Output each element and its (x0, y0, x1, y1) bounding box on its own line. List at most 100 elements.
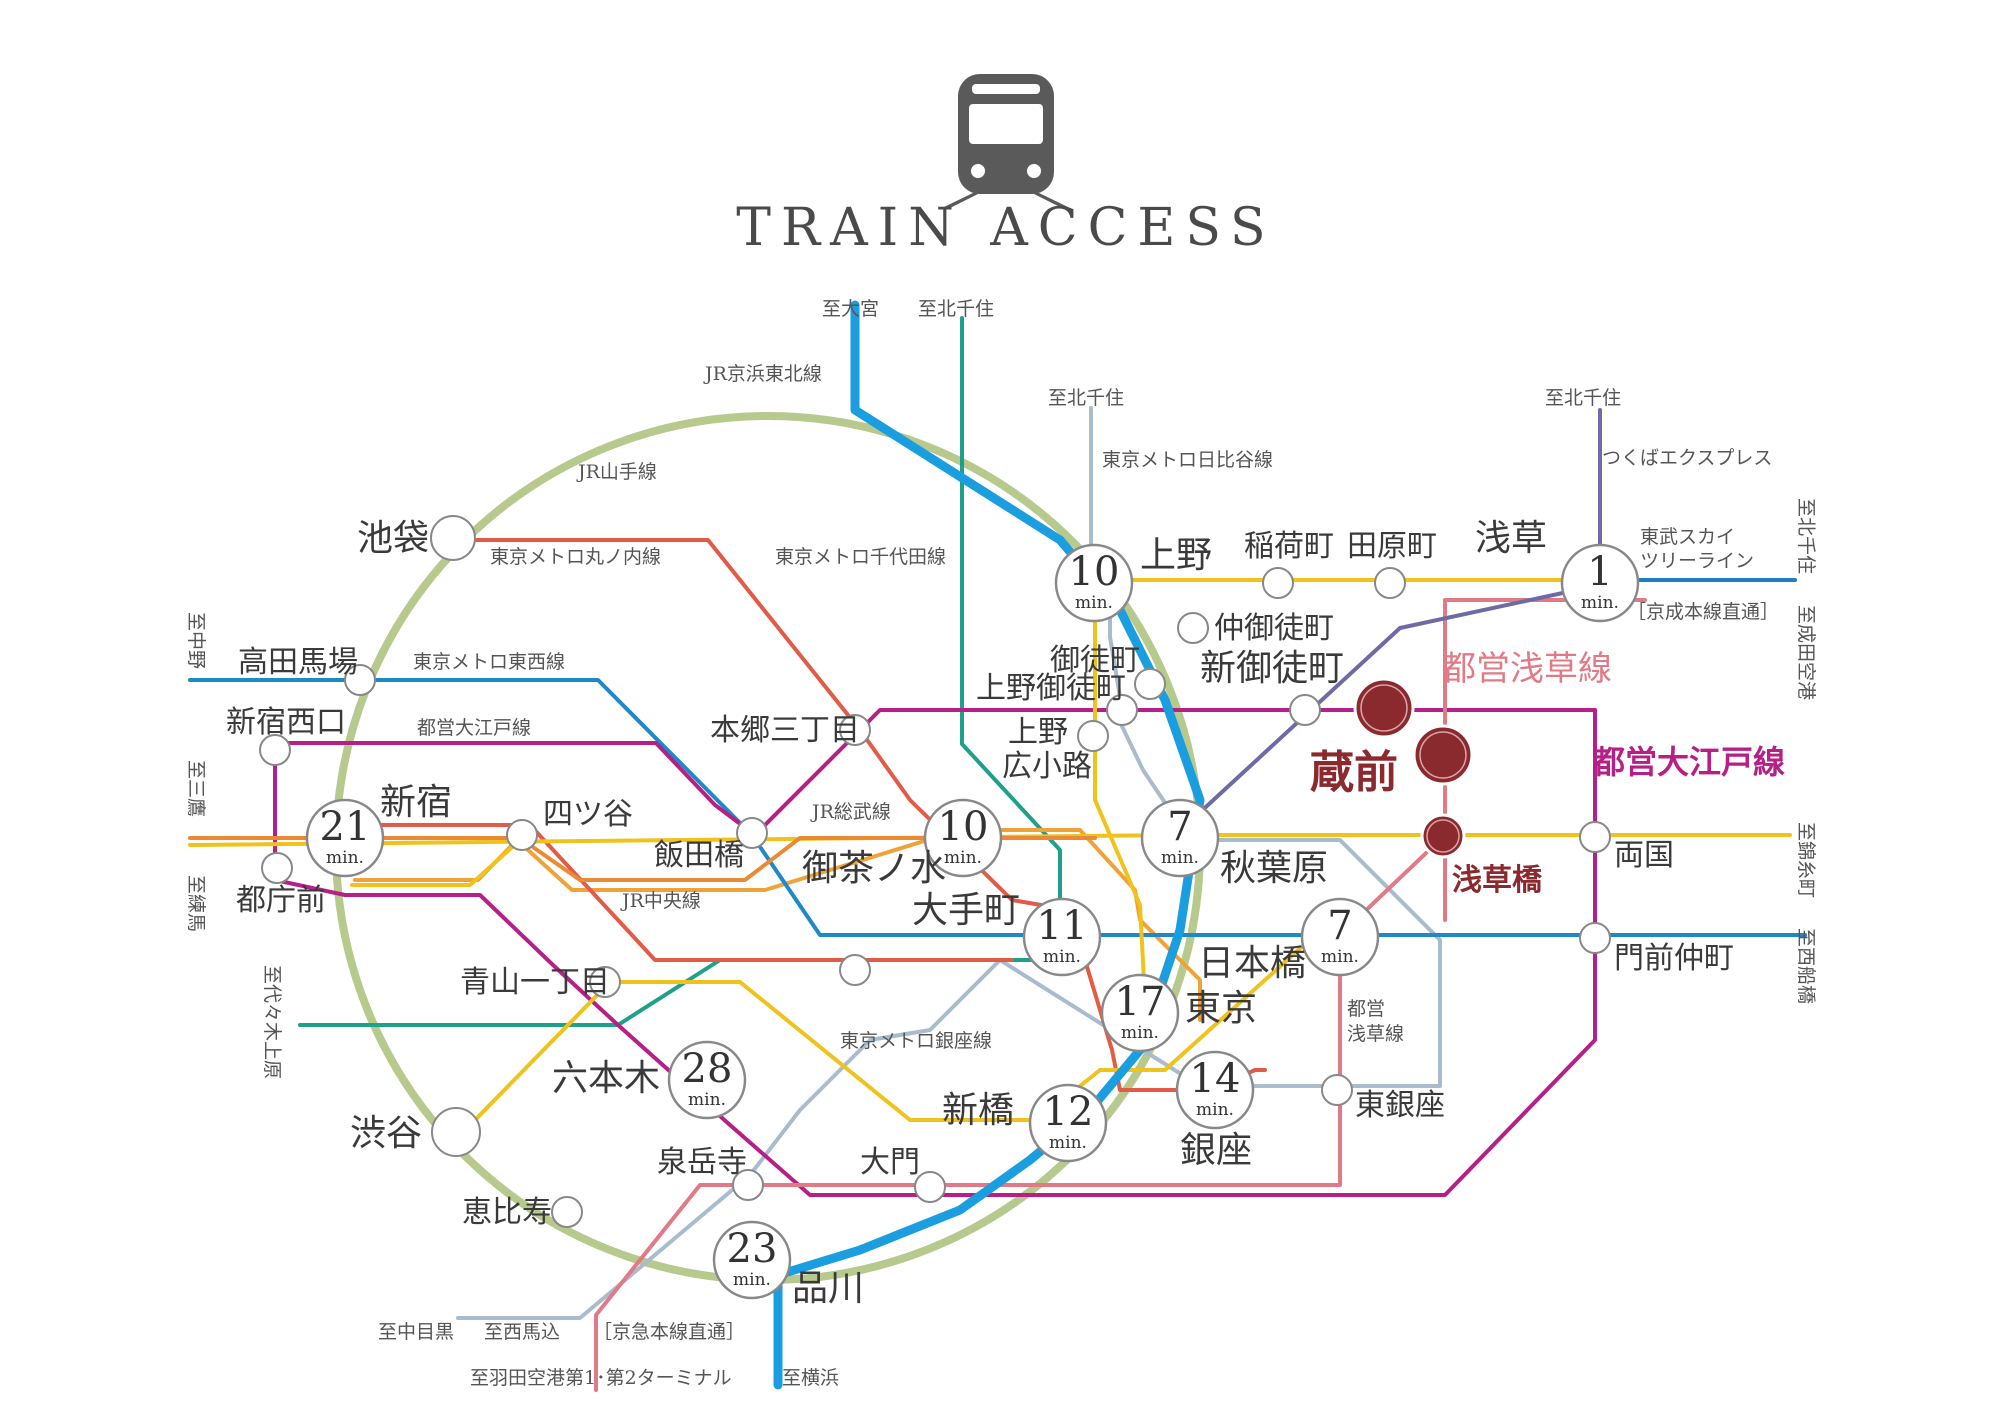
station-dot-sengakuji (732, 1169, 764, 1201)
svg-text:min.: min. (1581, 593, 1619, 613)
station-dot-ryogoku (1579, 821, 1611, 853)
label-aoyamaicchome: 青山一丁目 (460, 965, 610, 1000)
svg-text:23: 23 (727, 1226, 778, 1272)
svg-text:min.: min. (1049, 1133, 1087, 1153)
label-iidabashi: 飯田橋 (654, 838, 744, 873)
dest-nakameguro: 至中目黒 (378, 1321, 454, 1343)
svg-text:17: 17 (1115, 979, 1166, 1025)
dest-nakano: 至中野 (185, 612, 207, 669)
svg-text:14: 14 (1190, 1056, 1241, 1102)
label-line-asakusa-small-2: 浅草線 (1347, 1023, 1404, 1045)
label-shinjuku: 新宿 (380, 782, 452, 823)
label-line-oedo-small: 都営大江戸線 (417, 717, 531, 739)
station-dot-daimon (914, 1171, 946, 1203)
station-dot-tochomae (261, 852, 293, 884)
svg-text:min.: min. (1196, 1100, 1234, 1120)
station-labels: 池袋 高田馬場 新宿西口 新宿 都庁前 四ツ谷 飯田橋 本郷三丁目 御茶ノ水 大… (226, 518, 1734, 1309)
svg-text:10: 10 (938, 804, 989, 850)
label-nakaokachimachi: 仲御徒町 (1214, 611, 1334, 646)
dest-kitasenju-tobu: 至北千住 (1795, 498, 1817, 574)
label-tochomae: 都庁前 (236, 883, 326, 918)
label-higashiginza: 東銀座 (1355, 1088, 1445, 1123)
dest-yokohama: 至横浜 (782, 1367, 839, 1389)
station-dot-ginza-metro (839, 954, 871, 986)
station-dot-okachimachi (1134, 668, 1166, 700)
label-line-hibiya: 東京メトロ日比谷線 (1102, 449, 1273, 471)
station-dot-nakaokachimachi (1177, 612, 1209, 644)
label-line-tozai: 東京メトロ東西線 (413, 651, 565, 673)
svg-text:7: 7 (1327, 903, 1352, 949)
svg-text:7: 7 (1167, 804, 1192, 850)
label-tawaramachi: 田原町 (1347, 529, 1437, 564)
label-shibuya: 渋谷 (350, 1113, 422, 1154)
line-chuo (188, 836, 1097, 882)
label-line-tobu-1: 東武スカイ (1640, 526, 1735, 548)
svg-text:11: 11 (1037, 903, 1088, 949)
highlight-stations (1353, 677, 1474, 859)
dest-narita: 至成田空港 (1795, 605, 1817, 700)
svg-text:12: 12 (1043, 1089, 1094, 1135)
label-ochanomizu: 御茶ノ水 (802, 848, 946, 889)
station-dot-kuramae-oedo (1353, 677, 1415, 739)
svg-text:min.: min. (1121, 1023, 1159, 1043)
station-dot-shinokachimachi (1289, 694, 1321, 726)
line-hibiya (456, 406, 1442, 1320)
station-dot-asakusabashi (1420, 813, 1466, 859)
station-dot-uenookachimachi (1106, 694, 1138, 726)
dest-omiya: 至大宮 (822, 298, 879, 320)
line-sobu (188, 833, 1792, 847)
label-line-jr-yamanote: JR山手線 (576, 461, 657, 483)
label-asakusa: 浅草 (1475, 518, 1547, 559)
label-shinokachimachi: 新御徒町 (1200, 648, 1344, 689)
station-dot-shinjukunishiguchi (259, 734, 291, 766)
label-sengakuji: 泉岳寺 (657, 1145, 747, 1180)
label-shinjukunishiguchi: 新宿西口 (226, 705, 346, 740)
station-dot-takadanobaba (344, 664, 376, 696)
label-otemachi: 大手町 (912, 890, 1020, 931)
dest-nerima: 至練馬 (185, 875, 207, 932)
label-ebisu: 恵比寿 (462, 1195, 552, 1230)
label-takadanobaba: 高田馬場 (238, 645, 358, 680)
dest-mitaka: 至三鷹 (185, 760, 207, 817)
dest-kinshicho: 至錦糸町 (1795, 822, 1817, 898)
station-dot-higashiginza (1321, 1074, 1353, 1106)
label-ueno: 上野 (1140, 535, 1212, 576)
svg-text:min.: min. (944, 848, 982, 868)
page-title: TRAIN ACCESS (736, 198, 1275, 258)
svg-text:10: 10 (1069, 549, 1120, 595)
label-kuramae: 蔵前 (1310, 747, 1398, 798)
station-dot-monzennakacho (1579, 922, 1611, 954)
label-line-keisei: ［京成本線直通］ (1627, 601, 1779, 623)
label-line-sobu: JR総武線 (810, 801, 891, 823)
destination-labels: 至大宮 至北千住 至北千住 至北千住 至中目黒 至西馬込 至羽田空港第1･第2タ… (185, 298, 1817, 1389)
label-uenookachimachi: 上野御徒町 (976, 671, 1126, 706)
label-uenohirokoji-2: 広小路 (1002, 749, 1092, 784)
label-ginza: 銀座 (1180, 1130, 1252, 1171)
label-line-tsukuba: つくばエクスプレス (1602, 447, 1772, 469)
station-dot-hongosanchome (839, 714, 871, 746)
dest-nishimagome: 至西馬込 (484, 1321, 560, 1343)
label-akihabara: 秋葉原 (1220, 848, 1328, 889)
station-dot-ikebukuro (430, 515, 476, 561)
station-dot-ebisu (551, 1196, 583, 1228)
station-dot-iidabashi (736, 817, 768, 849)
label-okachimachi: 御徒町 (1050, 643, 1140, 678)
label-tokyo: 東京 (1185, 988, 1257, 1029)
label-line-marunouchi: 東京メトロ丸ノ内線 (490, 546, 661, 568)
label-roppongi: 六本木 (552, 1058, 660, 1099)
station-dot-aoyamaicchome (589, 966, 621, 998)
label-nihombashi: 日本橋 (1198, 943, 1306, 984)
svg-text:min.: min. (1043, 947, 1081, 967)
